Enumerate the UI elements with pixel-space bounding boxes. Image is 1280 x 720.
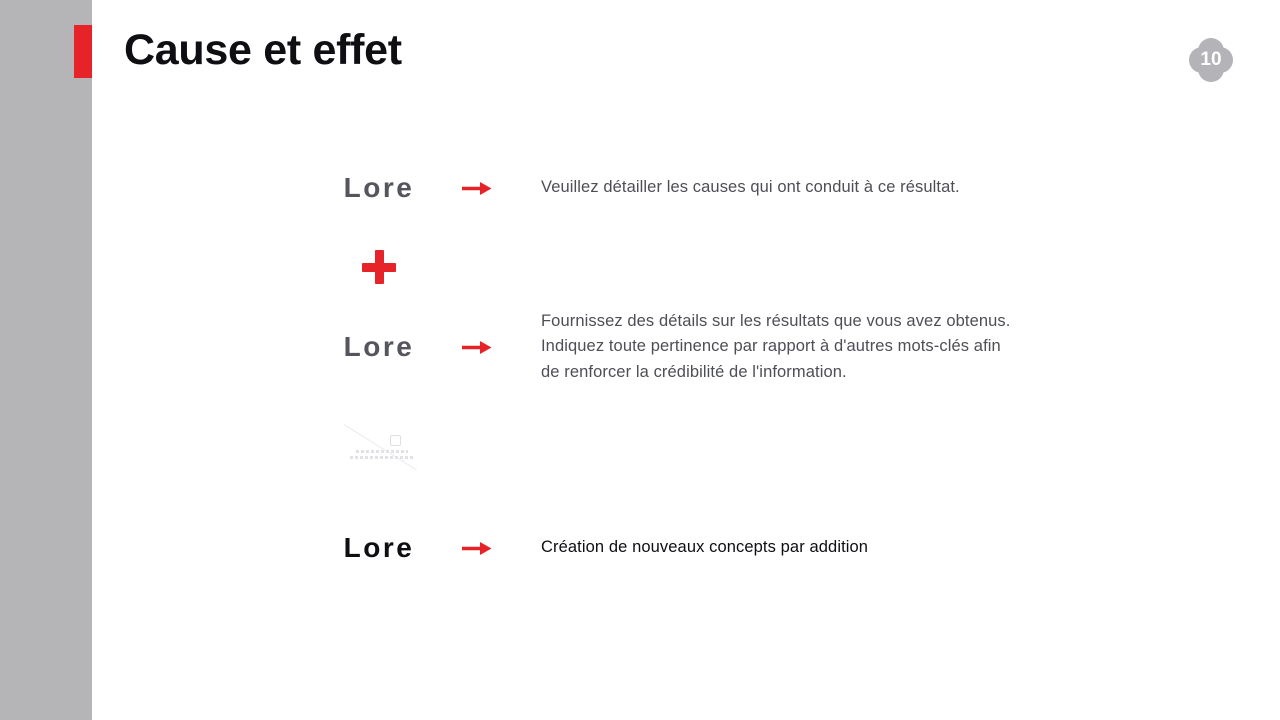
row-label: Lore	[343, 172, 415, 203]
title-accent-bar	[74, 25, 92, 78]
right-arrow-icon	[458, 540, 495, 557]
right-arrow-icon	[458, 339, 495, 356]
watermark-logo	[338, 420, 422, 471]
cause-row: Lore Veuillez détailler les causes qui o…	[300, 148, 1090, 228]
watermark-emblem-icon	[390, 435, 401, 446]
watermark-text-line	[350, 456, 414, 459]
row-text-line: Indiquez toute pertinence par rapport à …	[541, 337, 1001, 356]
sidebar-accent-strip	[0, 0, 92, 720]
row-text-line: Création de nouveaux concepts par additi…	[541, 538, 869, 557]
plus-icon	[362, 250, 396, 284]
row-text: Fournissez des détails sur les résultats…	[541, 309, 1010, 386]
row-text: Création de nouveaux concepts par additi…	[541, 535, 868, 561]
conclusion-row: Lore Création de nouveaux concepts par a…	[300, 508, 1090, 588]
row-text-line: Veuillez détailler les causes qui ont co…	[541, 178, 960, 197]
page-number-badge: 10	[1189, 38, 1233, 82]
watermark-text-line	[356, 450, 408, 453]
page-title: Cause et effet	[124, 26, 402, 74]
row-text-line: Fournissez des détails sur les résultats…	[541, 311, 1011, 330]
clover-petal-icon	[1207, 47, 1233, 73]
row-text: Veuillez détailler les causes qui ont co…	[541, 175, 960, 201]
row-label: Lore	[343, 331, 415, 362]
row-label: Lore	[343, 532, 415, 563]
right-arrow-icon	[458, 180, 495, 197]
watermark-diagonal-line	[343, 424, 417, 471]
result-row: Lore Fournissez des détails sur les résu…	[300, 304, 1090, 390]
page-number: 10	[1200, 49, 1222, 70]
row-text-line: de renforcer la crédibilité de l'informa…	[541, 362, 847, 381]
